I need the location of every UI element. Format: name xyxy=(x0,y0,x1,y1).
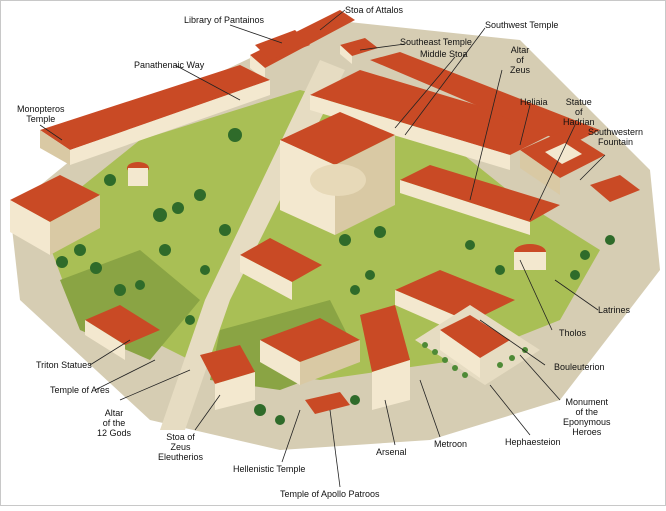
triton-building xyxy=(85,305,160,360)
label-arsenal: Arsenal xyxy=(376,447,407,457)
south-stoa-building xyxy=(370,52,600,145)
label-tholos: Tholos xyxy=(559,328,587,338)
trees xyxy=(56,128,615,425)
label-altar-of-zeus: Altar of Zeus xyxy=(510,45,531,75)
temple-of-ares-building xyxy=(240,238,322,300)
library-of-pantainos-building xyxy=(255,30,310,60)
heliaia-building xyxy=(520,130,605,195)
middle-stoa-building xyxy=(310,70,560,170)
label-hellenistic-temple: Hellenistic Temple xyxy=(233,464,306,474)
temple-of-apollo-building xyxy=(305,392,350,414)
label-triton-statues: Triton Statues xyxy=(36,360,92,370)
odeion-building xyxy=(280,112,395,235)
west-building-block xyxy=(10,175,100,255)
stoa-of-zeus-building xyxy=(200,345,255,410)
metroon-building xyxy=(360,305,410,410)
arsenal-building xyxy=(260,318,360,385)
label-metroon: Metroon xyxy=(434,439,468,449)
label-altar-of-12-gods: Altar of the 12 Gods xyxy=(97,408,132,438)
label-panathenaic-way: Panathenaic Way xyxy=(134,60,205,70)
monopteros-temple-building xyxy=(127,162,149,186)
label-heliaia: Heliaia xyxy=(520,97,548,107)
label-stoa-of-attalos: Stoa of Attalos xyxy=(345,5,404,15)
label-monopteros-temple: Monopteros Temple xyxy=(17,104,65,124)
label-southeast-temple: Southeast Temple xyxy=(400,37,472,47)
label-hephaesteion: Hephaesteion xyxy=(505,437,561,447)
label-temple-of-ares: Temple of Ares xyxy=(50,385,110,395)
label-library-of-pantainos: Library of Pantainos xyxy=(184,15,265,25)
southeast-temple-building xyxy=(340,38,378,64)
north-stoa-building xyxy=(40,65,270,165)
label-southwestern-fountain: Southwestern Fountain xyxy=(588,127,644,147)
hephaesteion-precinct xyxy=(415,305,540,385)
label-southwest-temple: Southwest Temple xyxy=(485,20,559,30)
hephaesteion-trees xyxy=(422,342,528,378)
southwestern-fountain-building xyxy=(590,175,640,202)
label-stoa-of-zeus: Stoa of Zeus Eleutherios xyxy=(158,432,204,462)
label-middle-stoa: Middle Stoa xyxy=(420,49,468,59)
label-bouleuterion: Bouleuterion xyxy=(554,362,605,372)
leader-lines xyxy=(39,9,606,488)
east-stoa-building xyxy=(400,165,560,235)
tholos-building xyxy=(514,244,546,270)
label-latrines: Latrines xyxy=(598,305,631,315)
label-statue-of-hadrian: Statue of Hadrian xyxy=(563,97,595,127)
label-monument-of-eponymous-heroes: Monument of the Eponymous Heroes xyxy=(563,397,611,437)
label-temple-of-apollo-patroos: Temple of Apollo Patroos xyxy=(280,489,380,499)
